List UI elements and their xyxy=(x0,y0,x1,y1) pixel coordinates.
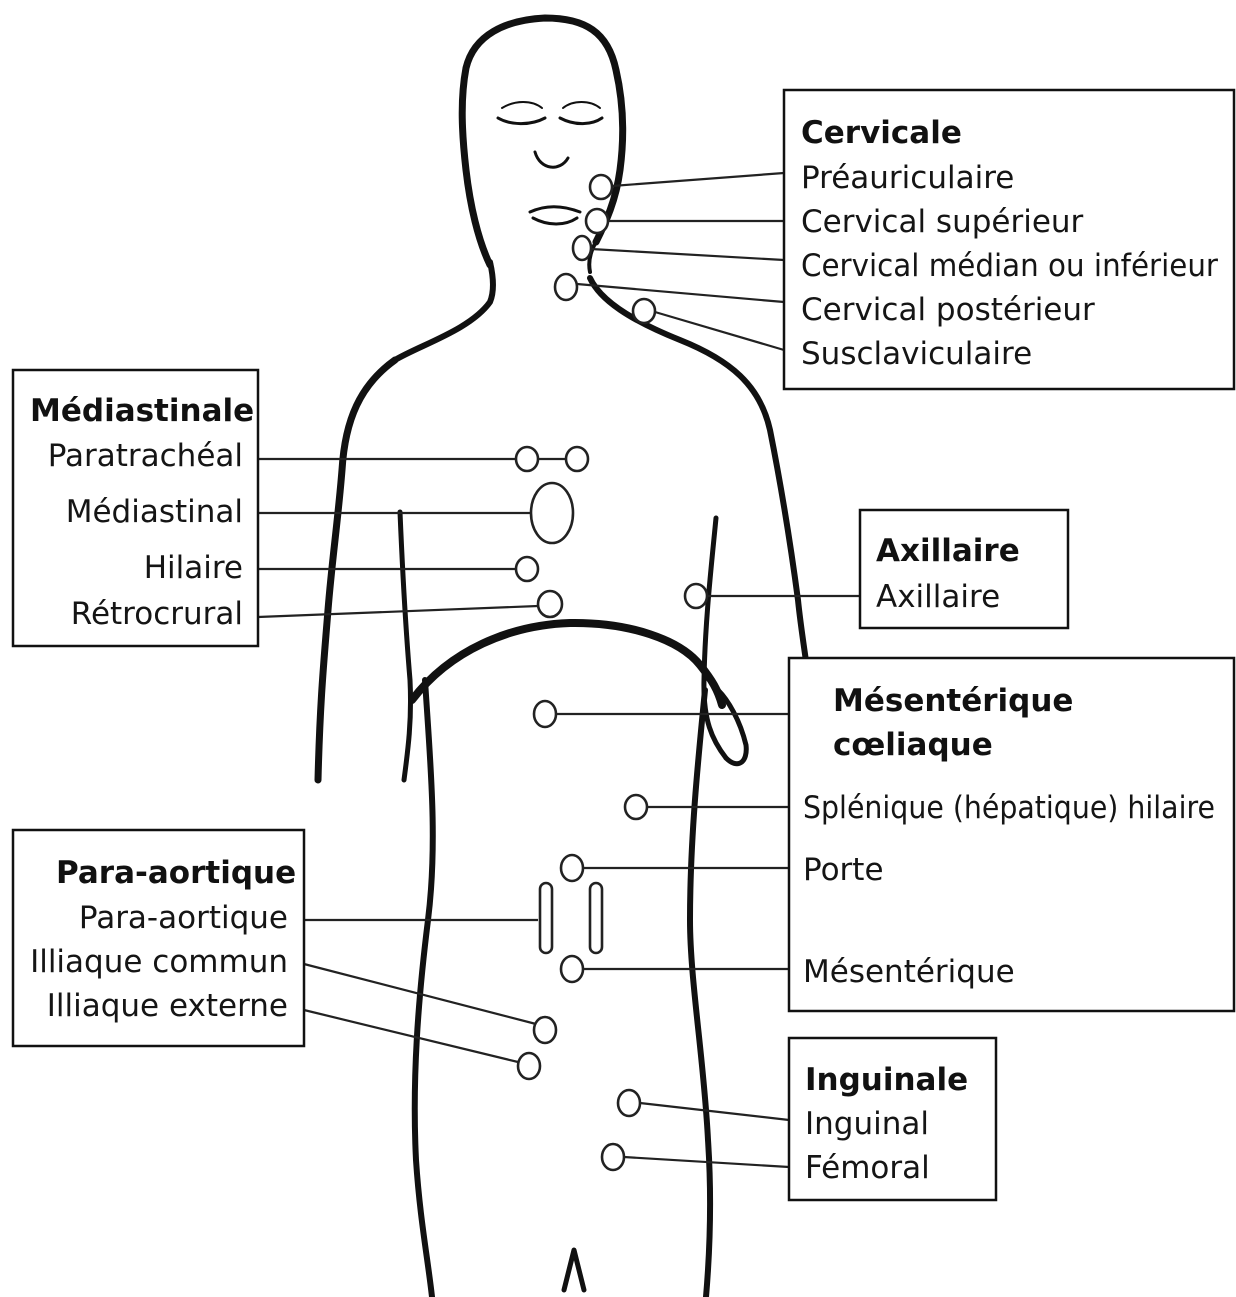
right-eye xyxy=(560,118,602,124)
leader-lines xyxy=(258,173,860,1167)
label-porte: Porte xyxy=(803,852,884,888)
label-cervical-superieur: Cervical supérieur xyxy=(801,204,1084,240)
label-hilaire: Hilaire xyxy=(144,550,243,586)
node-supraclavicular xyxy=(633,299,655,323)
node-para-aortic-right xyxy=(590,883,602,953)
label-femoral: Fémoral xyxy=(805,1150,930,1186)
label-paratracheal: Paratrachéal xyxy=(48,438,243,474)
paraaortique-title: Para-aortique xyxy=(56,855,296,891)
node-cervical-median xyxy=(573,236,591,260)
group-mediastinale: Médiastinale Paratrachéal Médiastinal Hi… xyxy=(13,370,258,646)
label-mesenterique: Mésentérique xyxy=(803,954,1015,990)
node-portal xyxy=(561,855,583,881)
label-cervical-median: Cervical médian ou inférieur xyxy=(801,248,1218,284)
right-torso xyxy=(690,690,710,1297)
mouth-top xyxy=(530,207,580,212)
node-cervical-posterior xyxy=(555,274,577,300)
cervicale-title: Cervicale xyxy=(801,115,962,151)
label-illiaque-externe: Illiaque externe xyxy=(47,988,288,1024)
group-cervicale: Cervicale Préauriculaire Cervical supéri… xyxy=(784,90,1234,389)
inguinale-title: Inguinale xyxy=(805,1062,968,1098)
face xyxy=(498,102,602,224)
lymph-nodes xyxy=(516,175,707,1170)
node-axillary xyxy=(685,584,707,608)
label-para-aortique: Para-aortique xyxy=(79,900,288,936)
crotch-mark xyxy=(564,1250,584,1290)
label-retrocrural: Rétrocrural xyxy=(71,596,243,632)
body-outline xyxy=(318,18,810,1297)
node-hilar xyxy=(516,557,538,581)
mesenterique-title-line2: cœliaque xyxy=(833,727,993,763)
right-eye-lash xyxy=(563,102,600,108)
left-torso xyxy=(415,680,433,1297)
node-mediastinal xyxy=(531,483,573,543)
right-shoulder xyxy=(590,278,810,700)
node-paratracheal-left xyxy=(516,447,538,471)
node-external-iliac xyxy=(518,1053,540,1079)
node-common-iliac xyxy=(534,1017,556,1043)
left-eye-lash xyxy=(502,102,542,108)
left-eye xyxy=(498,118,545,124)
mediastinale-title: Médiastinale xyxy=(30,393,254,429)
label-susclaviculaire: Susclaviculaire xyxy=(801,336,1032,372)
label-inguinal: Inguinal xyxy=(805,1106,929,1142)
label-splenique-hilaire: Splénique (hépatique) hilaire xyxy=(803,790,1215,826)
axillaire-title: Axillaire xyxy=(876,533,1020,569)
label-cervical-posterieur: Cervical postérieur xyxy=(801,292,1095,328)
nose xyxy=(535,152,568,167)
label-axillaire: Axillaire xyxy=(876,579,1000,615)
node-inguinal xyxy=(618,1090,640,1116)
label-preauriculaire: Préauriculaire xyxy=(801,160,1014,196)
right-arm-inner xyxy=(704,518,726,758)
left-arm-inner xyxy=(400,512,411,780)
mouth-bottom xyxy=(533,218,577,224)
node-preauricular xyxy=(590,175,612,199)
node-femoral xyxy=(602,1144,624,1170)
neck-left xyxy=(395,262,493,360)
label-mediastinal: Médiastinal xyxy=(66,494,243,530)
node-celiac xyxy=(534,701,556,727)
mesenterique-title-line1: Mésentérique xyxy=(833,683,1073,719)
node-retrocrural xyxy=(538,591,562,617)
ribcage-arc xyxy=(412,623,722,705)
group-paraaortique: Para-aortique Para-aortique Illiaque com… xyxy=(13,830,304,1046)
node-cervical-superior xyxy=(586,209,608,233)
node-paratracheal-right xyxy=(566,447,588,471)
group-inguinale: Inguinale Inguinal Fémoral xyxy=(789,1038,996,1200)
group-axillaire: Axillaire Axillaire xyxy=(860,510,1068,628)
node-mesenteric xyxy=(561,956,583,982)
node-splenic-hilar xyxy=(625,795,647,819)
label-illiaque-commun: Illiaque commun xyxy=(30,944,288,980)
node-para-aortic-left xyxy=(540,883,552,953)
group-mesenterique: Mésentérique cœliaque Splénique (hépatiq… xyxy=(789,658,1234,1011)
